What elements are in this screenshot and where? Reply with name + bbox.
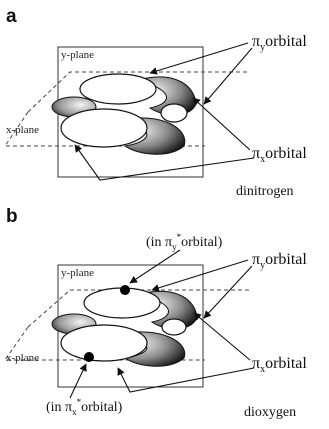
panel-a-y-plane-label: y-plane bbox=[61, 49, 94, 61]
panel-b-lower-white-lobe bbox=[61, 325, 147, 361]
panel-a-pi-y-arrow-2 bbox=[204, 48, 252, 104]
panel-a-lower-white-lobe bbox=[61, 109, 147, 147]
panel-a-x-plane-label: x-plane bbox=[6, 124, 39, 136]
panel-b-x-plane-label: x-plane bbox=[6, 352, 39, 364]
panel-b-electron-pi-x-star bbox=[84, 352, 94, 362]
panel-a-letter: a bbox=[6, 6, 17, 27]
panel-b-pi-y-label: πyorbital bbox=[252, 251, 307, 271]
panel-b-electron-x-label: (in πx*orbital) bbox=[46, 397, 123, 417]
panel-b-small-white-lobe bbox=[162, 319, 186, 335]
panel-b-electron-y-arrow bbox=[130, 250, 180, 283]
panel-a-small-white-lobe bbox=[161, 104, 187, 122]
panel-b-electron-pi-y-star bbox=[120, 285, 130, 295]
panel-a: a y-plane x-plane πyorbital πxorbital di… bbox=[5, 6, 307, 199]
panel-b-molecule-label: dioxygen bbox=[244, 405, 296, 420]
panel-b: b y-plane x-plane (in πy*orbital) (in πx… bbox=[5, 206, 307, 420]
panel-b-pi-x-label: πxorbital bbox=[252, 355, 307, 375]
panel-a-pi-x-arrow-1 bbox=[193, 98, 250, 150]
panel-a-upper-white-lobe bbox=[80, 74, 156, 104]
panel-b-electron-y-label: (in πy*orbital) bbox=[146, 232, 223, 252]
panel-b-electron-x-arrow bbox=[70, 364, 86, 398]
panel-b-y-plane-label: y-plane bbox=[61, 267, 94, 279]
panel-a-pi-y-label: πyorbital bbox=[252, 33, 307, 53]
panel-a-pi-x-label: πxorbital bbox=[252, 145, 307, 165]
panel-a-molecule-label: dinitrogen bbox=[236, 184, 294, 199]
panel-b-pi-y-arrow-2 bbox=[204, 266, 252, 318]
panel-b-pi-x-arrow-1 bbox=[194, 313, 250, 360]
panel-b-letter: b bbox=[6, 206, 18, 227]
panel-b-pi-x-arrow-2 bbox=[118, 368, 254, 392]
